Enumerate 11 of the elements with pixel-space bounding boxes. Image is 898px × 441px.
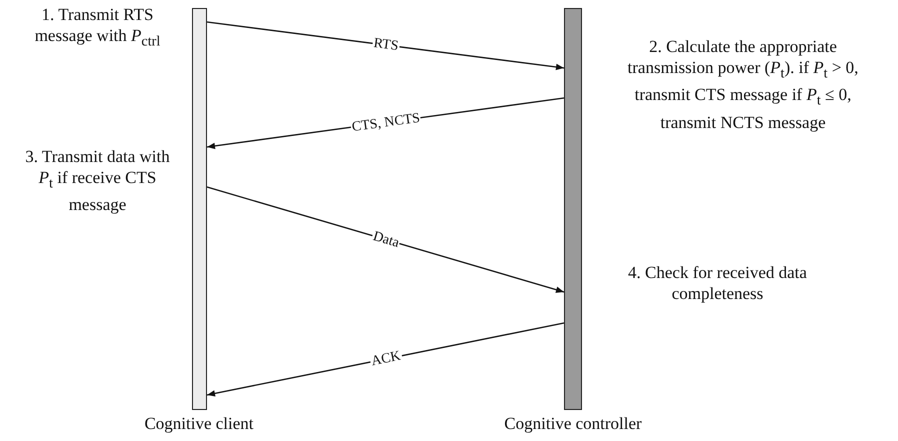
lifeline-bar [192,8,206,410]
message-arrow [206,322,564,397]
step-note: 1. Transmit RTS message with P$_{ctrl}$ [34,4,162,52]
step-note: 2. Calculate the appropriate transmission power (P$_{t}$). if P$_{t}$ > 0, transmit CTS message if P$_{t}$ ≤ 0, transmit NCTS message [626,36,860,133]
message-arrow [206,21,564,70]
lifeline-caption: Cognitive client [144,414,254,434]
step-note: 4. Check for received data completeness [627,262,808,304]
lifeline-bar [564,8,582,410]
lifeline-caption: Cognitive controller [504,414,642,434]
step-note: 3. Transmit data with P$_{t}$ if receive CTS message [24,146,171,216]
message-arrow [206,186,564,293]
